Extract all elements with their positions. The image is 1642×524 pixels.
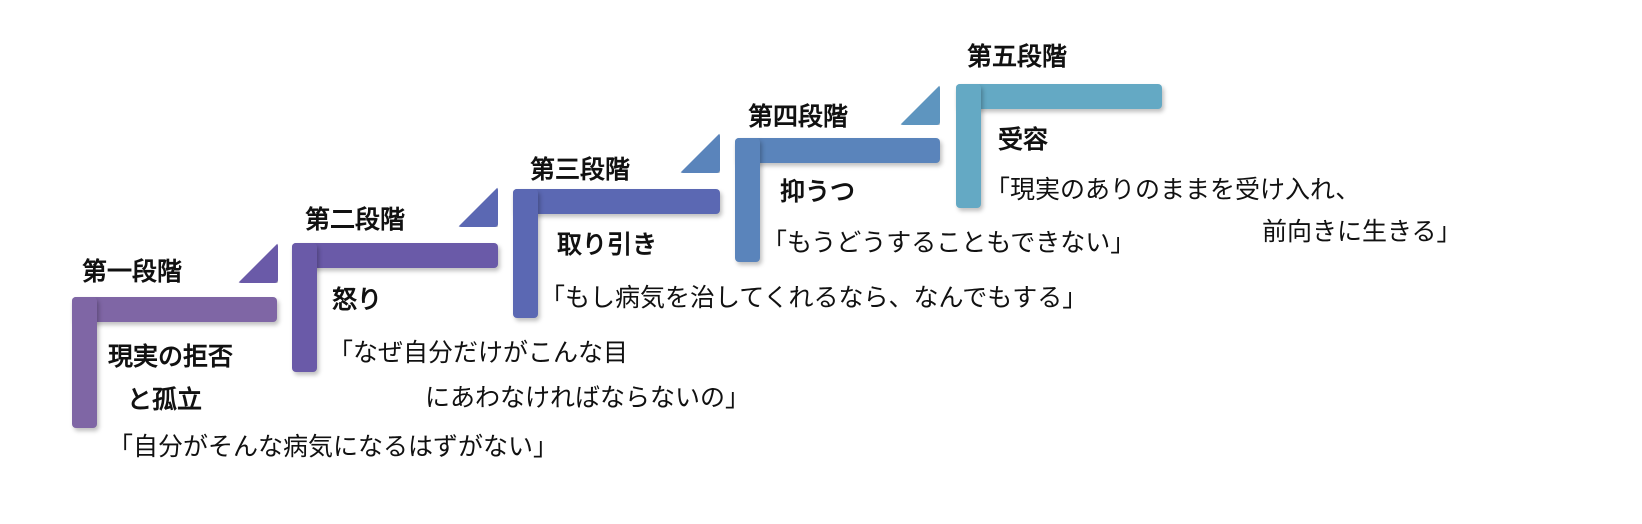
stage-1-label: 第一段階 (82, 257, 183, 286)
stage-4-name: 抑うつ (780, 177, 856, 206)
stage-5-name: 受容 (998, 125, 1049, 154)
stage-2-quote: 「なぜ自分だけがこんな目 (328, 338, 629, 367)
stage-1-name: 現実の拒否 (108, 342, 234, 371)
stage-1-step-horizontal (72, 297, 277, 322)
stage-4-label: 第四段階 (748, 102, 849, 131)
stage-3-name: 取り引き (557, 230, 658, 259)
stage-1-step-vertical (72, 297, 97, 428)
stage-2-quote-line2: にあわなければならないの」 (425, 383, 751, 412)
stage-4-quote: 「もうどうすることもできない」 (762, 228, 1136, 257)
stage-1-quote: 「自分がそんな病気になるはずがない」 (108, 432, 559, 461)
stage-5-quote-line2: 前向きに生きる」 (1262, 217, 1462, 246)
stage-3-label: 第三段階 (530, 155, 631, 184)
arrow-triangle-icon (458, 187, 498, 227)
stage-5-step-horizontal (956, 84, 1162, 109)
arrow-triangle-icon (900, 85, 940, 125)
stage-2-step-vertical (292, 243, 317, 372)
stage-3-step-vertical (513, 189, 538, 318)
stage-5-quote: 「現実のありのままを受け入れ、 (985, 175, 1361, 204)
stage-1-name-line2: と孤立 (127, 385, 203, 414)
stage-2-step-horizontal (292, 243, 498, 268)
arrow-triangle-icon (680, 133, 720, 173)
stage-3-step-horizontal (513, 189, 720, 214)
stage-3-quote: 「もし病気を治してくれるなら、なんでもする」 (540, 283, 1088, 312)
stage-2-name: 怒り (332, 285, 383, 314)
stage-4-step-vertical (735, 138, 760, 262)
stage-4-step-horizontal (735, 138, 940, 163)
arrow-triangle-icon (238, 243, 278, 283)
stage-5-step-vertical (956, 84, 981, 208)
stage-5-label: 第五段階 (967, 42, 1068, 71)
stage-2-label: 第二段階 (305, 205, 406, 234)
